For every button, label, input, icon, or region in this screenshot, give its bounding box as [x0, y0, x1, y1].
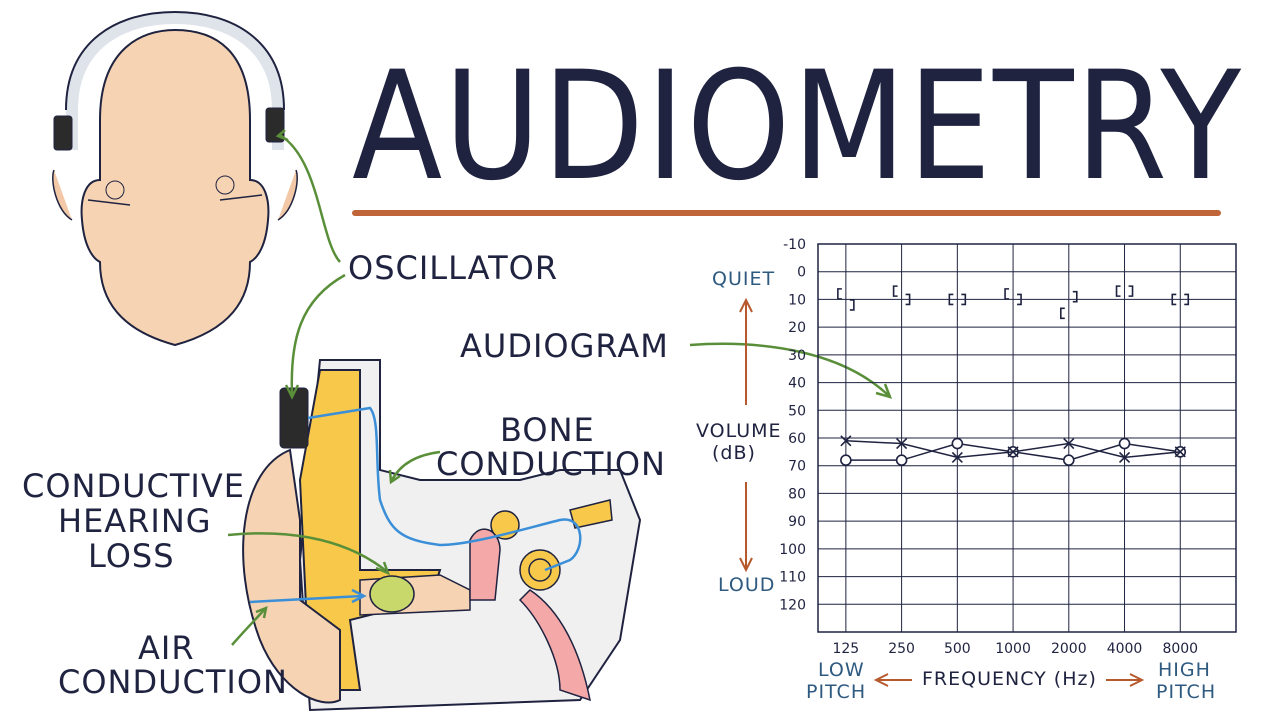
y-axis-label-line1: VOLUME	[696, 420, 782, 442]
x-tick-label: 2000	[1051, 641, 1087, 657]
loud-label: LOUD	[718, 574, 776, 596]
conductive-hearing-loss-line3: LOSS	[88, 537, 175, 575]
low-pitch-line2: PITCH	[806, 681, 867, 703]
y-tick-label: 60	[788, 431, 806, 447]
marker-o	[895, 454, 908, 466]
marker-x	[896, 437, 908, 450]
marker-bracket-left	[1115, 285, 1121, 297]
marker-bracket-left	[1171, 293, 1177, 306]
audiogram-grid	[817, 243, 1237, 633]
axis-annotation-arrows	[739, 297, 1145, 687]
bone-conduction-label-line2: CONDUCTION	[436, 445, 666, 483]
head-illustration	[52, 10, 298, 347]
y-tick-label: -10	[783, 237, 806, 253]
high-pitch-line1: HIGH	[1158, 659, 1211, 681]
x-axis-ticks: 125 250 500 1000 2000 4000 8000	[832, 641, 1198, 657]
conductive-hearing-loss-line2: HEARING	[58, 502, 212, 540]
y-tick-label: 120	[779, 597, 806, 613]
marker-bracket-right	[905, 293, 911, 306]
marker-bracket-right	[1017, 293, 1022, 306]
y-tick-label: 80	[788, 486, 806, 502]
marker-bracket-right	[849, 299, 855, 311]
y-tick-label: 70	[788, 459, 806, 475]
quiet-label: QUIET	[712, 268, 776, 290]
y-tick-label: 30	[788, 348, 806, 364]
marker-o	[1118, 437, 1131, 450]
x-tick-label: 250	[888, 641, 915, 657]
x-axis-label: FREQUENCY (Hz)	[922, 668, 1097, 690]
marker-x	[1007, 446, 1019, 458]
marker-x	[951, 451, 963, 463]
audiogram-marks	[837, 285, 1190, 466]
marker-bracket-left	[1004, 288, 1010, 300]
y-tick-label: 100	[779, 542, 806, 558]
marker-x	[1174, 446, 1186, 458]
x-tick-label: 500	[944, 641, 971, 657]
y-tick-label: 40	[788, 376, 806, 392]
conductive-hearing-loss-line1: CONDUCTIVE	[22, 467, 245, 505]
marker-bracket-left	[837, 288, 842, 300]
marker-x	[1063, 437, 1075, 450]
marker-bracket-right	[961, 293, 967, 306]
page-title: AUDIOMETRY	[352, 40, 1243, 214]
x-tick-label: 8000	[1162, 641, 1198, 657]
marker-bracket-right	[1072, 290, 1078, 303]
marker-bracket-right	[1184, 293, 1190, 306]
audiogram-label: AUDIOGRAM	[460, 327, 669, 365]
marker-bracket-right	[1128, 285, 1134, 297]
x-tick-label: 4000	[1107, 641, 1143, 657]
ear-cross-section	[242, 359, 642, 712]
marker-x	[1118, 451, 1131, 463]
y-axis-label-line2: (dB)	[712, 442, 756, 464]
pointer-arrows	[227, 129, 893, 646]
y-axis-ticks: -10 0 10 20 30 40 50 60 70 80 90 100 110 120	[779, 237, 806, 613]
y-tick-label: 110	[779, 570, 806, 586]
air-conduction-label-line2: CONDUCTION	[58, 663, 288, 701]
x-tick-label: 1000	[995, 641, 1031, 657]
marker-o	[951, 437, 964, 450]
y-tick-label: 10	[788, 292, 806, 308]
y-tick-label: 0	[797, 265, 806, 281]
air-conduction-label-line1: AIR	[138, 629, 195, 667]
oscillator-label: OSCILLATOR	[348, 249, 559, 287]
marker-o	[840, 454, 852, 466]
marker-bracket-left	[1060, 307, 1065, 320]
y-tick-label: 90	[788, 514, 806, 530]
y-tick-label: 50	[788, 403, 806, 419]
high-pitch-line2: PITCH	[1156, 681, 1217, 703]
marker-bracket-left	[948, 293, 954, 306]
marker-o	[1063, 454, 1075, 466]
x-tick-label: 125	[832, 641, 859, 657]
low-pitch-line1: LOW	[818, 659, 865, 681]
marker-x	[840, 435, 852, 447]
bone-conduction-label-line1: BONE	[500, 411, 595, 449]
marker-bracket-left	[892, 285, 898, 297]
y-tick-label: 20	[788, 320, 806, 336]
